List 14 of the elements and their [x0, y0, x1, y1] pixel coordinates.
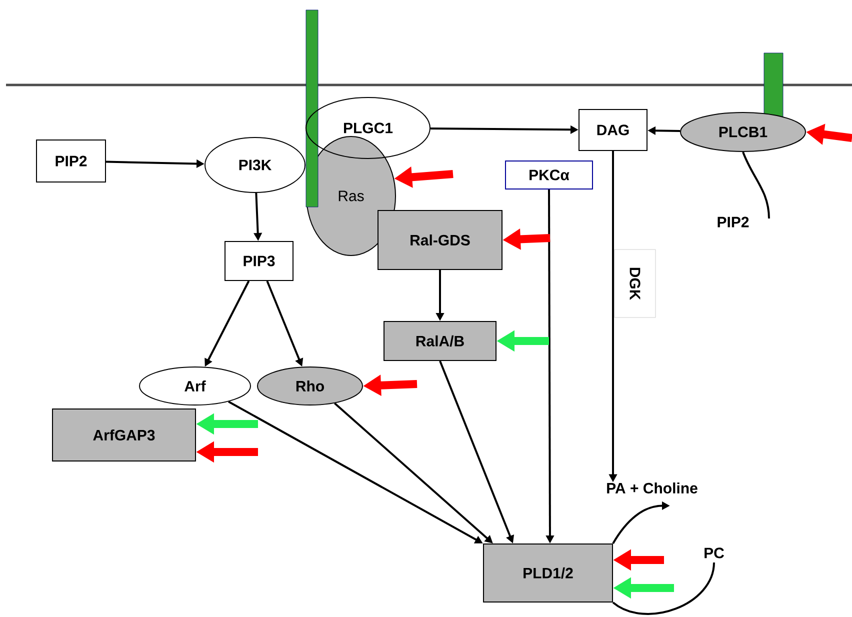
protein-box: ArfGAP3	[52, 408, 196, 462]
protein-box: PKCα	[505, 160, 593, 190]
product-label: PA + Choline	[607, 482, 698, 494]
protein-box: Ral-GDS	[378, 210, 502, 270]
protein-box: RalA/B	[384, 320, 496, 361]
molecule-box: DAG	[578, 108, 648, 151]
edge-label: DGK	[614, 249, 656, 318]
enzyme-box: PLD1/2	[483, 543, 613, 602]
molecule-box: PIP3	[224, 241, 294, 281]
connector-line	[612, 562, 715, 615]
molecule-box: PIP2	[36, 139, 106, 182]
molecule-label: PIP2	[718, 216, 749, 228]
connector-line	[742, 152, 770, 219]
substrate-label: PC	[704, 548, 724, 558]
